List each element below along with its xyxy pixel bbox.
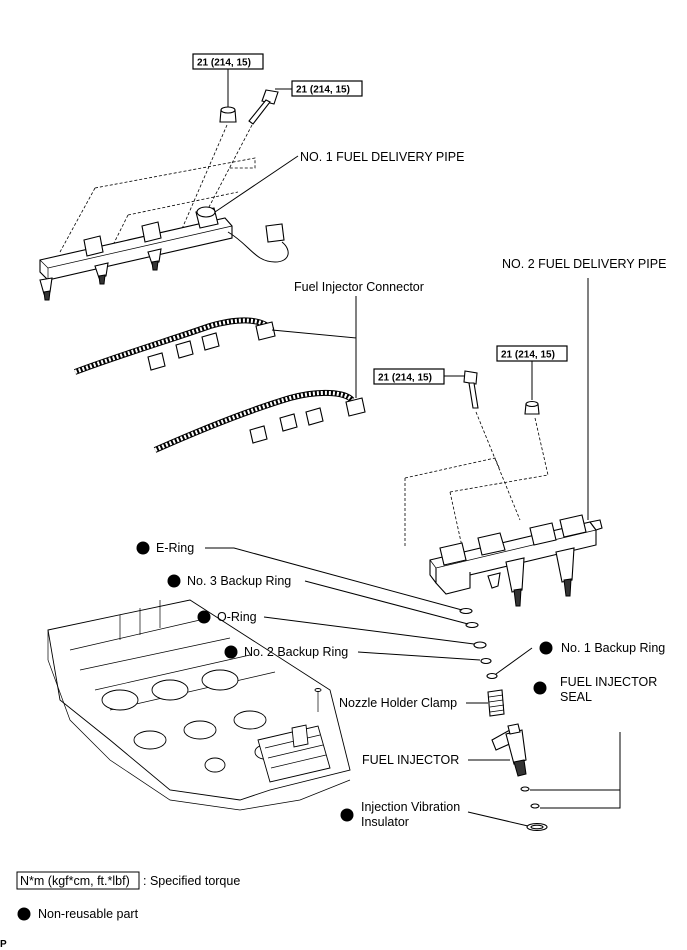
bolt-top bbox=[248, 88, 292, 125]
nonreusable-dot-injection-vibration-insulator bbox=[340, 808, 354, 822]
legend-torque: N*m (kgf*cm, ft.*lbf) : Specified torque bbox=[16, 871, 240, 890]
svg-text:21 (214, 15): 21 (214, 15) bbox=[197, 58, 251, 69]
leader-no3-backup-ring bbox=[304, 580, 469, 625]
label-nozzle-holder-clamp: Nozzle Holder Clamp bbox=[339, 696, 457, 710]
svg-text:21 (214, 15): 21 (214, 15) bbox=[378, 373, 432, 384]
no2-backup-ring-part bbox=[480, 657, 492, 665]
svg-text:21 (214, 15): 21 (214, 15) bbox=[296, 85, 350, 96]
label-injection-vibration-insulator-line1: Injection Vibration bbox=[361, 800, 460, 814]
torque-box-top: 21 (214, 15) bbox=[192, 53, 264, 70]
leader-fuel-injector-seal bbox=[530, 732, 621, 809]
torque-box-right-bolt: 21 (214, 15) bbox=[373, 368, 445, 385]
fuel-injector-part bbox=[491, 723, 527, 777]
e-ring-part bbox=[459, 607, 473, 615]
leader-no2-backup-ring bbox=[357, 651, 481, 661]
label-no1-fuel-delivery-pipe: NO. 1 FUEL DELIVERY PIPE bbox=[300, 150, 464, 164]
legend-nonreusable-dot bbox=[17, 907, 31, 921]
dash-guide-frame-1 bbox=[94, 157, 256, 189]
label-injection-vibration-insulator-line2: Insulator bbox=[361, 815, 409, 829]
nonreusable-dot-no3-backup-ring bbox=[167, 574, 181, 588]
label-no3-backup-ring: No. 3 Backup Ring bbox=[187, 574, 291, 588]
label-no2-fuel-delivery-pipe: NO. 2 FUEL DELIVERY PIPE bbox=[502, 257, 666, 271]
fuel-injector-connector-harness-upper bbox=[73, 317, 276, 375]
label-fuel-injector-seal-line1: FUEL INJECTOR bbox=[560, 675, 657, 689]
fuel-injector-connector-harness-lower bbox=[153, 389, 366, 453]
injection-vibration-insulator-part bbox=[526, 822, 548, 832]
label-fuel-injector-connector: Fuel Injector Connector bbox=[294, 280, 424, 294]
no1-fuel-delivery-pipe bbox=[39, 206, 289, 301]
bolt-right bbox=[444, 370, 479, 409]
label-o-ring: O-Ring bbox=[217, 610, 257, 624]
o-ring-part bbox=[473, 641, 487, 649]
nonreusable-dot-fuel-injector-seal bbox=[533, 681, 547, 695]
no2-fuel-delivery-pipe bbox=[429, 514, 603, 607]
leader-fuel-injector-connector bbox=[271, 296, 357, 398]
leader-injection-vibration-insulator bbox=[467, 811, 529, 827]
no3-backup-ring-part bbox=[465, 621, 479, 629]
leader-e-ring bbox=[205, 547, 463, 611]
nonreusable-dot-e-ring bbox=[136, 541, 150, 555]
torque-box-bolt-top: 21 (214, 15) bbox=[291, 80, 363, 97]
torque-box-right-nut: 21 (214, 15) bbox=[496, 345, 568, 362]
legend-nonreusable-desc: Non-reusable part bbox=[38, 907, 139, 921]
dash-guide-right-1 bbox=[475, 411, 549, 521]
dash-guide-right-3 bbox=[449, 474, 549, 561]
leader-no1-pipe bbox=[214, 155, 299, 213]
nut-right bbox=[524, 361, 540, 415]
nonreusable-dot-o-ring bbox=[197, 610, 211, 624]
nonreusable-dot-no2-backup-ring bbox=[224, 645, 238, 659]
leader-no1-backup-ring bbox=[495, 647, 533, 675]
label-no2-backup-ring: No. 2 Backup Ring bbox=[244, 645, 348, 659]
fuel-injector-seal-parts bbox=[520, 786, 540, 809]
leader-o-ring bbox=[263, 616, 475, 645]
legend-torque-box-text: N*m (kgf*cm, ft.*lbf) bbox=[20, 874, 130, 888]
svg-text:21 (214, 15): 21 (214, 15) bbox=[501, 350, 555, 361]
label-fuel-injector: FUEL INJECTOR bbox=[362, 753, 459, 767]
label-fuel-injector-seal-line2: SEAL bbox=[560, 690, 592, 704]
dash-guide-right-2 bbox=[404, 457, 501, 548]
label-no1-backup-ring: No. 1 Backup Ring bbox=[561, 641, 665, 655]
nut-top bbox=[219, 69, 237, 123]
corner-mark: P bbox=[0, 939, 7, 950]
engine-block bbox=[47, 599, 351, 811]
dash-guide-frame-2 bbox=[59, 187, 96, 253]
label-e-ring: E-Ring bbox=[156, 541, 194, 555]
no1-backup-ring-part bbox=[486, 672, 498, 680]
legend-nonreusable: Non-reusable part bbox=[17, 907, 139, 921]
nozzle-holder-clamp-part bbox=[487, 689, 505, 717]
legend-torque-desc: : Specified torque bbox=[143, 874, 240, 888]
nonreusable-dot-no1-backup-ring bbox=[539, 641, 553, 655]
dash-guide-top-nut bbox=[174, 124, 228, 246]
